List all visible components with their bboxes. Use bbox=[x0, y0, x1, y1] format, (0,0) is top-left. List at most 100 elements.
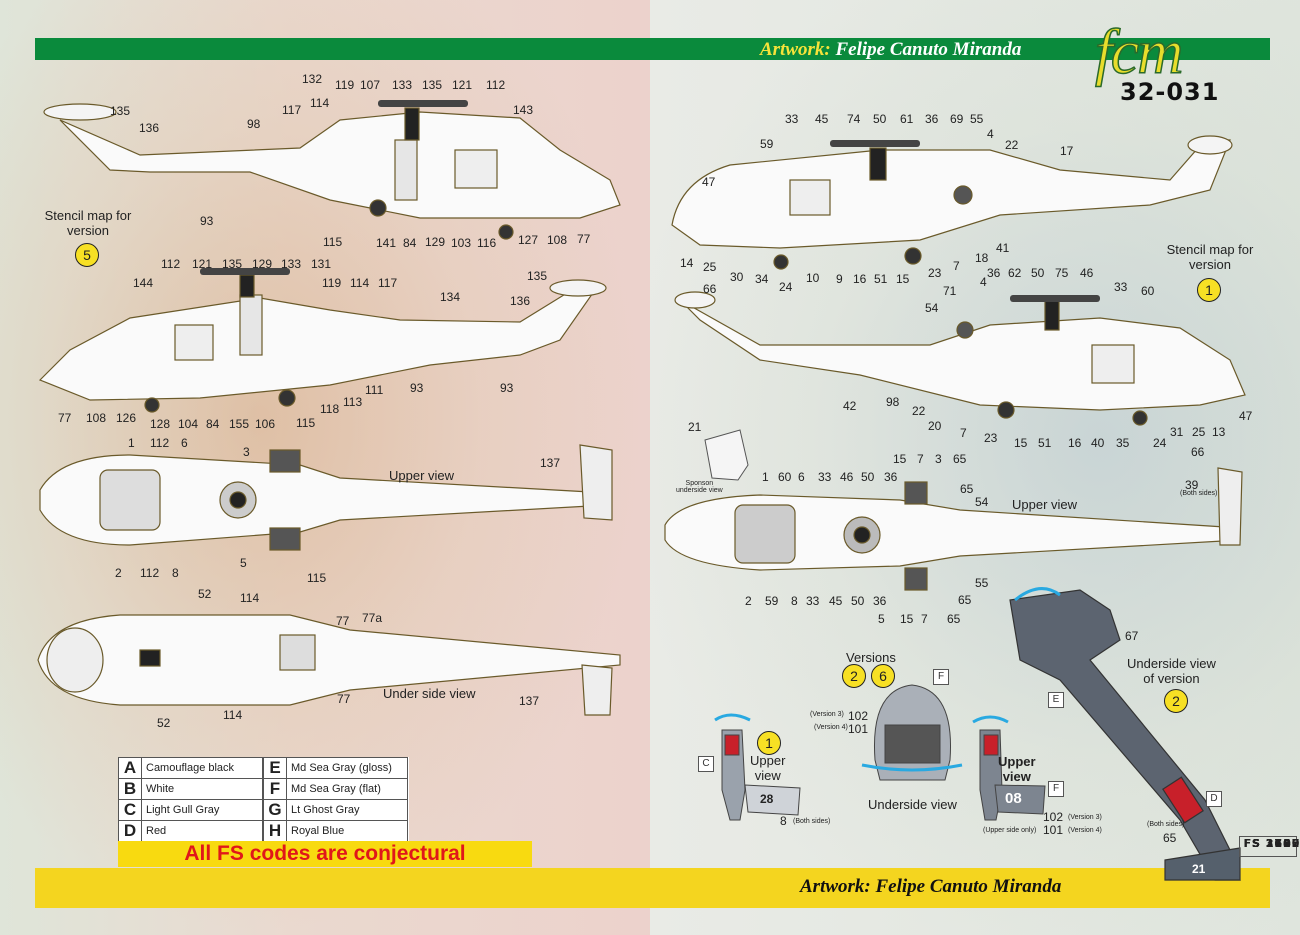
callout: 23 bbox=[928, 266, 942, 280]
callout: 15 bbox=[893, 452, 907, 466]
table-row: C Light Gull Gray FS 26622 G Lt Ghost Gr… bbox=[118, 799, 1300, 857]
callout: 18 bbox=[975, 251, 989, 265]
callout: 35 bbox=[1116, 436, 1130, 450]
upper-view-label-left: Upper view bbox=[389, 468, 455, 483]
tail-code-28: 28 bbox=[760, 792, 774, 806]
callout: 17 bbox=[1060, 144, 1074, 158]
callout: 2 bbox=[745, 594, 752, 608]
callout: 33 bbox=[806, 594, 820, 608]
callout: 55 bbox=[975, 576, 989, 590]
callout: 47 bbox=[702, 175, 716, 189]
callout: 112 bbox=[140, 566, 160, 580]
callout: 13 bbox=[1212, 425, 1226, 439]
color-letter: F bbox=[263, 778, 287, 800]
paint-d-marker: D bbox=[1206, 791, 1222, 807]
callout: 114 bbox=[240, 591, 260, 605]
paint-f-marker-2: F bbox=[1048, 781, 1064, 797]
callout: 16 bbox=[853, 272, 867, 286]
callout: 112 bbox=[150, 436, 170, 450]
callout: 93 bbox=[200, 214, 214, 228]
callout: 10 bbox=[806, 271, 820, 285]
callout: 5 bbox=[240, 556, 247, 570]
version-3-label-b: (Version 3) bbox=[1068, 814, 1102, 821]
callout: 46 bbox=[840, 470, 854, 484]
artwork-name: Felipe Canuto Miranda bbox=[835, 39, 1022, 60]
callout: 14 bbox=[680, 256, 694, 270]
callout: 102 bbox=[848, 709, 869, 723]
callout: 7 bbox=[917, 452, 924, 466]
bottom-yellow-band bbox=[35, 868, 1270, 908]
both-sides-label-3: (Both sides) bbox=[1147, 821, 1185, 828]
version-4-label-b: (Version 4) bbox=[1068, 827, 1102, 834]
version-4-label-a: (Version 4) bbox=[814, 724, 848, 731]
callout: 5 bbox=[878, 612, 885, 626]
stencil-title-left: Stencil map for version bbox=[44, 208, 132, 238]
color-name: Red bbox=[141, 820, 263, 842]
callout: 117 bbox=[378, 276, 398, 290]
artwork-name-bottom: Felipe Canuto Miranda bbox=[875, 876, 1062, 897]
callout: 52 bbox=[198, 587, 212, 601]
callout: 77a bbox=[362, 611, 383, 625]
callout: 67 bbox=[1125, 629, 1139, 643]
callout: 45 bbox=[815, 112, 829, 126]
artwork-label: Artwork: bbox=[760, 39, 831, 60]
callout: 75 bbox=[1055, 266, 1069, 280]
callout: 143 bbox=[513, 103, 534, 117]
callout: 104 bbox=[178, 417, 199, 431]
callout: 74 bbox=[847, 112, 861, 126]
side-view-right-1 bbox=[671, 135, 1233, 270]
callout: 33 bbox=[1114, 280, 1128, 294]
tail-code-08: 08 bbox=[1005, 790, 1022, 807]
callout: 25 bbox=[703, 260, 717, 274]
callout: 141 bbox=[376, 236, 397, 250]
callout: 7 bbox=[953, 259, 960, 273]
callout: 66 bbox=[1191, 445, 1205, 459]
callout: 65 bbox=[960, 482, 974, 496]
callout: 3 bbox=[935, 452, 942, 466]
callout: 114 bbox=[223, 708, 243, 722]
callout: 155 bbox=[229, 417, 250, 431]
callout: 22 bbox=[1005, 138, 1019, 152]
bottom-artwork-credit: Artwork: Felipe Canuto Miranda bbox=[800, 876, 1061, 898]
callout: 1 bbox=[128, 436, 135, 450]
color-letter: E bbox=[263, 757, 287, 779]
callout: 118 bbox=[320, 402, 340, 416]
callout: 115 bbox=[296, 416, 316, 430]
both-sides-label-1: (Both sides) bbox=[1180, 490, 1218, 497]
callout: 50 bbox=[1031, 266, 1045, 280]
callout: 8 bbox=[172, 566, 179, 580]
callout: 134 bbox=[440, 290, 461, 304]
color-fs-code: FS 15056 bbox=[1238, 835, 1300, 857]
callout: 84 bbox=[403, 236, 417, 250]
callout: 39 bbox=[1185, 478, 1199, 492]
callout: 106 bbox=[255, 417, 276, 431]
callout: 50 bbox=[851, 594, 865, 608]
side-view-right-2 bbox=[674, 291, 1246, 426]
callout: 59 bbox=[765, 594, 779, 608]
callout: 8 bbox=[791, 594, 798, 608]
version-3-label-a: (Version 3) bbox=[810, 711, 844, 718]
callout: 137 bbox=[540, 456, 561, 470]
side-view-left-2 bbox=[38, 268, 607, 413]
callout: 77 bbox=[336, 614, 350, 628]
callout: 23 bbox=[984, 431, 998, 445]
callout: 128 bbox=[150, 417, 171, 431]
underside-view-label: Underside view bbox=[868, 797, 957, 812]
color-name: Light Gull Gray bbox=[141, 799, 263, 821]
callout: 6 bbox=[181, 436, 188, 450]
callout: 136 bbox=[139, 121, 160, 135]
callout: 119 bbox=[335, 78, 355, 92]
callout: 7 bbox=[921, 612, 928, 626]
upper-side-only-label: (Upper side only) bbox=[983, 827, 1037, 834]
callout: 25 bbox=[1192, 425, 1206, 439]
callout: 41 bbox=[996, 241, 1010, 255]
callout: 36 bbox=[873, 594, 887, 608]
callout: 15 bbox=[900, 612, 914, 626]
fs-codes-note: All FS codes are conjectural bbox=[118, 841, 532, 867]
version-6-badge: 6 bbox=[871, 664, 895, 688]
callout: 45 bbox=[829, 594, 843, 608]
color-name: Royal Blue bbox=[286, 820, 408, 842]
callout: 60 bbox=[778, 470, 792, 484]
callout: 117 bbox=[282, 103, 302, 117]
